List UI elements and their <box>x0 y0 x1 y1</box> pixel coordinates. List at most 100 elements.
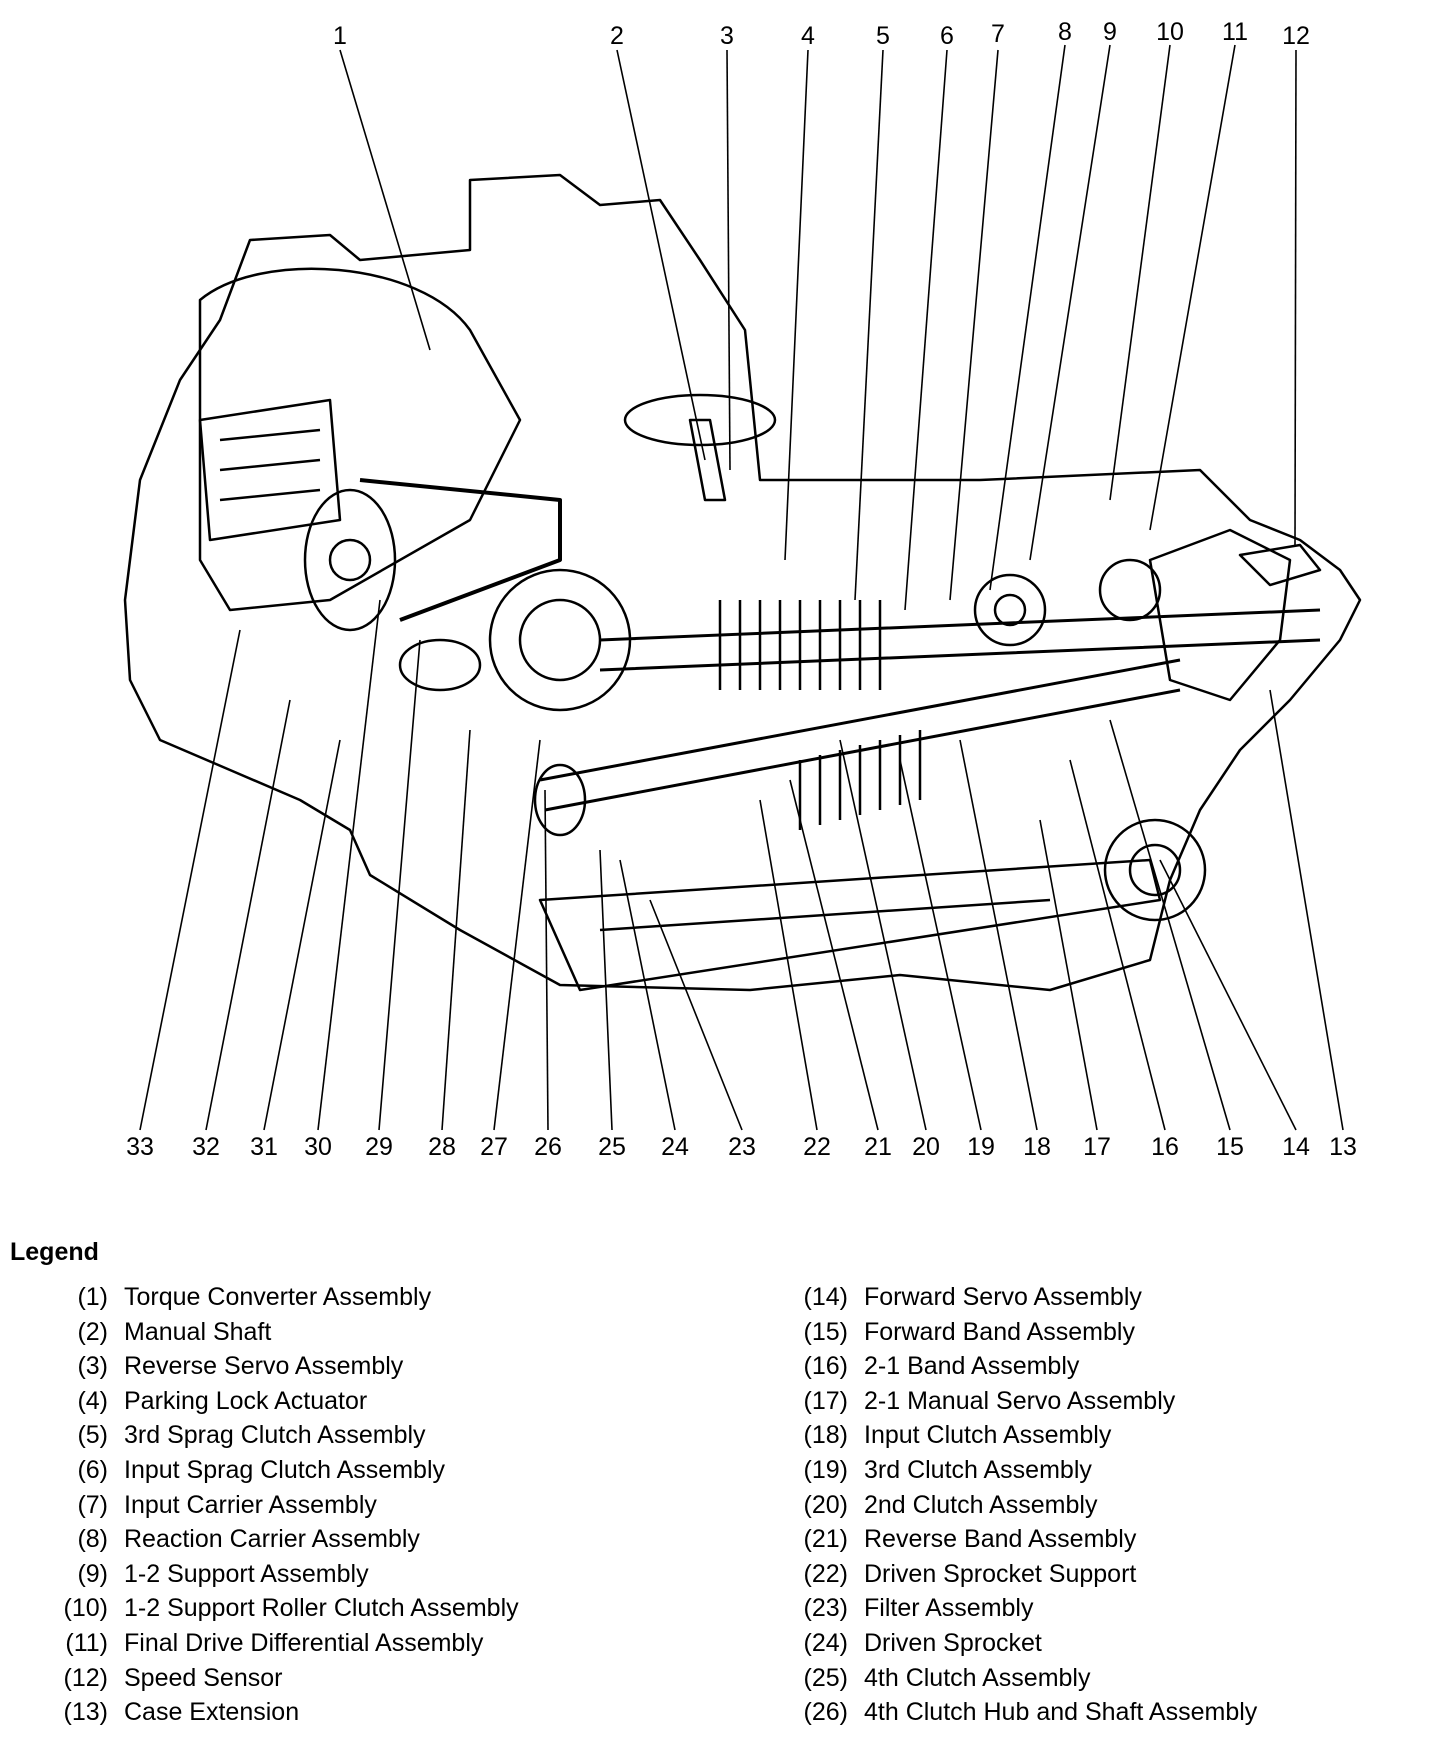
legend-item: (25)4th Clutch Assembly <box>790 1661 1257 1696</box>
legend-item: (8)Reaction Carrier Assembly <box>50 1522 519 1557</box>
legend-number: (24) <box>803 1628 848 1657</box>
legend-number: (21) <box>803 1525 848 1554</box>
legend-label: 2-1 Band Assembly <box>864 1352 1080 1381</box>
legend-label: 3rd Sprag Clutch Assembly <box>124 1421 426 1450</box>
legend-item: (21) Reverse Band Assembly <box>790 1522 1257 1557</box>
legend-number: (20) <box>803 1490 848 1519</box>
callout-6: 6 <box>940 22 954 50</box>
callout-32: 32 <box>192 1133 220 1161</box>
legend-label: Input Sprag Clutch Assembly <box>124 1455 445 1484</box>
legend-label: Manual Shaft <box>124 1317 272 1346</box>
legend-number: (14) <box>803 1283 848 1311</box>
legend-item: (22) Driven Sprocket Support <box>790 1557 1257 1592</box>
callout-18: 18 <box>1023 1133 1051 1161</box>
legend-item: (1)Torque Converter Assembly <box>50 1280 519 1315</box>
legend-label: Reverse Band Assembly <box>864 1525 1137 1554</box>
legend-item: (12)Speed Sensor <box>50 1661 519 1696</box>
legend-item: (14)Forward Servo Assembly <box>790 1280 1257 1315</box>
speed-sensor-shape <box>1238 543 1322 587</box>
torque-converter <box>303 488 397 632</box>
callout-20: 20 <box>912 1133 940 1161</box>
legend-number: (19) <box>803 1455 848 1484</box>
legend-number: (17) <box>803 1386 848 1415</box>
legend-number: (13) <box>63 1698 108 1727</box>
valve-body <box>198 398 342 542</box>
legend-item: (24) Driven Sprocket <box>790 1626 1257 1661</box>
callout-28: 28 <box>428 1133 456 1161</box>
callout-3: 3 <box>720 22 734 50</box>
legend-label: Final Drive Differential Assembly <box>124 1628 484 1657</box>
clutch-packs <box>718 600 882 690</box>
legend-label: Input Clutch Assembly <box>864 1421 1112 1450</box>
legend-number: (8) <box>77 1525 108 1554</box>
transaxle-cutaway-illustration <box>123 44 1362 1131</box>
legend-label: Reverse Servo Assembly <box>124 1352 404 1381</box>
case-outline <box>123 173 1362 992</box>
legend-item: (13)Case Extension <box>50 1695 519 1730</box>
legend-number: (26) <box>803 1698 848 1727</box>
output-shaft <box>599 608 1321 672</box>
legend-label: Driven Sprocket Support <box>864 1559 1137 1588</box>
legend-number: (15) <box>803 1317 848 1346</box>
callout-19: 19 <box>967 1133 995 1161</box>
legend-item: (18) Input Clutch Assembly <box>790 1418 1257 1453</box>
legend-item: (6) Input Sprag Clutch Assembly <box>50 1453 519 1488</box>
legend-label: Input Carrier Assembly <box>124 1490 377 1519</box>
legend-number: (5) <box>77 1421 108 1450</box>
planetary-set <box>973 573 1047 647</box>
callout-27: 27 <box>480 1133 508 1161</box>
callout-1: 1 <box>333 22 347 50</box>
manual-shaft-shape <box>688 418 727 502</box>
callout-29: 29 <box>365 1133 393 1161</box>
callout-26: 26 <box>534 1133 562 1161</box>
reverse-servo <box>398 638 482 692</box>
legend-label: Filter Assembly <box>864 1594 1034 1623</box>
callout-9: 9 <box>1103 18 1117 46</box>
legend-item: (23) Filter Assembly <box>790 1591 1257 1626</box>
legend-label: Driven Sprocket <box>864 1628 1042 1657</box>
legend-number: (7) <box>77 1490 108 1519</box>
legend-number: (6) <box>77 1455 108 1484</box>
legend-number: (4) <box>77 1386 108 1415</box>
legend-column-right: (14)Forward Servo Assembly (15) Forward B… <box>790 1280 1258 1730</box>
legend-item: (26) 4th Clutch Hub and Shaft Assembly <box>790 1695 1258 1730</box>
legend-number: (18) <box>803 1421 848 1450</box>
differential-housing <box>1148 528 1292 702</box>
callout-8: 8 <box>1058 18 1072 46</box>
main-shaft <box>539 658 1181 812</box>
legend-item: (10) 1-2 Support Roller Clutch Assembly <box>50 1591 519 1626</box>
legend-column-left: (1)Torque Converter Assembly (2)Manual S… <box>50 1280 519 1730</box>
legend-label: 4th Clutch Hub and Shaft Assembly <box>864 1698 1258 1727</box>
legend-label: Forward Band Assembly <box>864 1317 1135 1346</box>
legend-number: (10) <box>63 1594 108 1623</box>
callout-13: 13 <box>1329 1133 1357 1161</box>
callout-15: 15 <box>1216 1133 1244 1161</box>
callout-23: 23 <box>728 1133 756 1161</box>
drive-chain <box>359 478 562 622</box>
legend-label: 3rd Clutch Assembly <box>864 1455 1092 1484</box>
legend-item: (15) Forward Band Assembly <box>790 1315 1257 1350</box>
callout-7: 7 <box>991 20 1005 48</box>
legend-item: (11)Final Drive Differential Assembly <box>50 1626 519 1661</box>
legend-number: (9) <box>77 1559 108 1588</box>
legend-item: (17) 2-1 Manual Servo Assembly <box>790 1384 1257 1419</box>
legend-label: Parking Lock Actuator <box>124 1386 368 1415</box>
callout-4: 4 <box>801 22 815 50</box>
legend-number: (16) <box>803 1352 848 1381</box>
legend-label: Torque Converter Assembly <box>124 1283 432 1311</box>
callout-12: 12 <box>1282 22 1310 50</box>
legend-label: 1-2 Support Roller Clutch Assembly <box>124 1594 519 1623</box>
callout-31: 31 <box>250 1133 278 1161</box>
callout-10: 10 <box>1156 18 1184 46</box>
callout-25: 25 <box>598 1133 626 1161</box>
legend-label: 2-1 Manual Servo Assembly <box>864 1386 1176 1415</box>
callout-11: 11 <box>1222 18 1248 46</box>
legend-number: (22) <box>803 1559 848 1588</box>
legend-item: (9) 1-2 Support Assembly <box>50 1557 519 1592</box>
callout-22: 22 <box>803 1133 831 1161</box>
legend-label: 2nd Clutch Assembly <box>864 1490 1098 1519</box>
legend-label: 1-2 Support Assembly <box>124 1559 369 1588</box>
oil-pan <box>538 858 1162 992</box>
legend-number: (23) <box>803 1594 848 1623</box>
callout-16: 16 <box>1151 1133 1179 1161</box>
